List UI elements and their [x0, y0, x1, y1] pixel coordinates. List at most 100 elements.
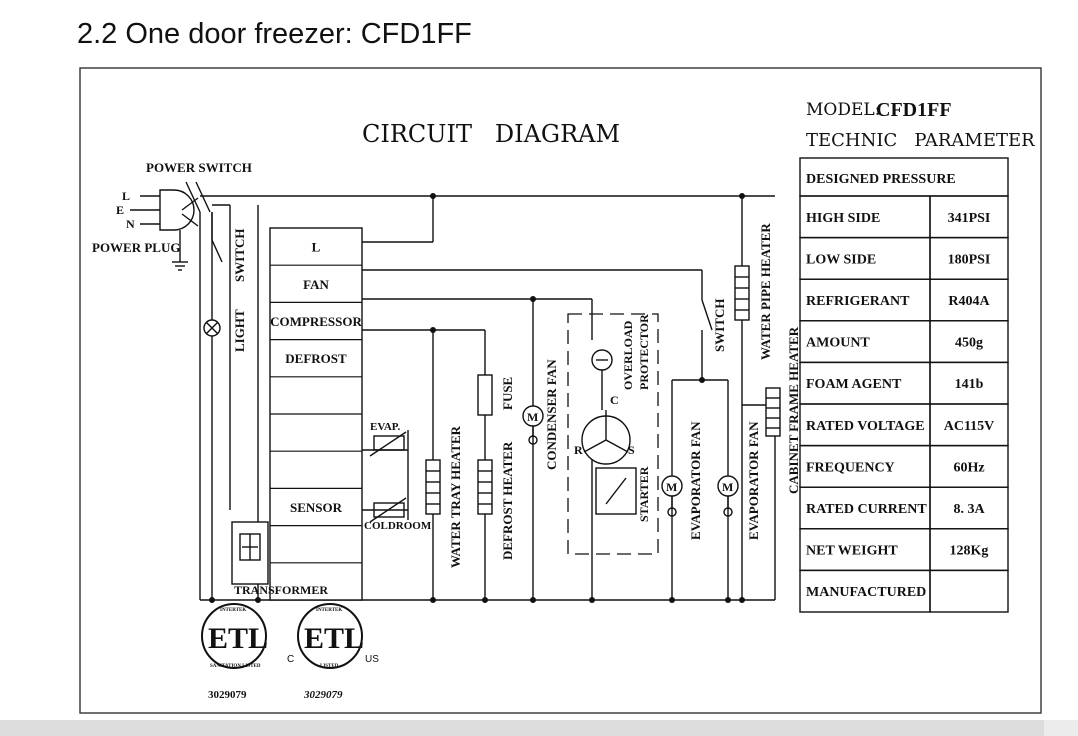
parameter-label: FOAM AGENT	[806, 377, 902, 392]
transformer-label: TRANSFORMER	[234, 583, 328, 597]
water-tray-heater-label: WATER TRAY HEATER	[448, 425, 463, 568]
parameter-label: LOW SIDE	[806, 252, 876, 267]
condenser-fan-motor-m: M	[527, 410, 538, 424]
compressor-r-label: R	[574, 443, 583, 457]
parameter-row: FREQUENCY 60Hz	[799, 444, 1009, 488]
light-switch-icon	[211, 239, 223, 263]
switch-label: SWITCH	[712, 299, 727, 352]
fuse-label: FUSE	[500, 377, 515, 410]
water-pipe-heater-icon	[734, 265, 750, 321]
parameter-label: FREQUENCY	[806, 460, 895, 475]
parameter-label: MANUFACTURED	[806, 585, 926, 600]
parameter-label: RATED CURRENT	[806, 502, 927, 517]
parameter-value: 180PSI	[948, 252, 991, 267]
etl-logo-1-text: ETL	[208, 622, 268, 655]
etl-logo-2-us: US	[365, 654, 379, 665]
parameter-label: RATED VOLTAGE	[806, 419, 925, 434]
scroll-bar-end[interactable]	[1044, 720, 1078, 736]
etl-logo-2-intertek: INTERTEK	[316, 608, 342, 613]
parameter-value: 128Kg	[950, 544, 989, 559]
controller-board: L FAN COMPRESSOR DEFROST SENSOR	[269, 227, 363, 601]
parameter-value: 450g	[955, 336, 983, 351]
controller-row-label: SENSOR	[290, 500, 343, 515]
evaporator-fan-label-2: EVAPORATOR FAN	[746, 421, 761, 540]
condenser-fan-label: CONDENSER FAN	[544, 359, 559, 470]
compressor-s-label: S	[628, 443, 635, 457]
bottom-scroll-bar[interactable]	[0, 720, 1078, 736]
certification-number-2: 3029079	[303, 689, 343, 701]
etl-logo-1-sanitation: SANITATION LISTED	[210, 664, 261, 669]
overload-label: OVERLOAD	[621, 320, 635, 390]
starter-label: STARTER	[637, 466, 651, 522]
etl-logo-sanitation: ETL INTERTEK SANITATION LISTED	[201, 603, 268, 669]
water-tray-heater-icon	[425, 459, 441, 515]
door-switch-icon	[701, 299, 713, 331]
condenser-fan-motor-icon	[522, 405, 544, 445]
parameter-value: R404A	[948, 294, 990, 309]
model-value: CFD1FF	[876, 99, 952, 121]
coldroom-label: COLDROOM	[364, 520, 432, 532]
parameter-row: AMOUNT 450g	[799, 320, 1009, 364]
evap-label: EVAP.	[370, 421, 401, 433]
parameter-row: LOW SIDE 180PSI	[799, 236, 1009, 280]
evaporator-fan-motor-2-icon	[717, 475, 739, 517]
page-title: 2.2 One door freezer: CFD1FF	[77, 18, 472, 50]
power-switch-label: POWER SWITCH	[146, 160, 252, 175]
parameter-label: AMOUNT	[806, 336, 870, 351]
parameter-label: NET WEIGHT	[806, 544, 898, 559]
controller-row-label: DEFROST	[285, 351, 347, 366]
overload-protector-icon	[591, 349, 613, 371]
e-label: E	[116, 203, 124, 217]
diagram-frame	[79, 67, 1042, 714]
defrost-heater-icon	[477, 459, 493, 515]
junction-dots	[209, 193, 745, 603]
controller-row-label: L	[312, 240, 321, 255]
designed-pressure-label: DESIGNED PRESSURE	[806, 172, 956, 187]
technic-parameter: TECHNIC PARAMETER	[806, 130, 1035, 151]
coldroom-sensor-icon	[369, 497, 407, 523]
parameter-value: 8. 3A	[953, 502, 985, 517]
evap-sensor-icon	[369, 431, 407, 457]
etl-logo-c-us: ETL INTERTEK LISTED C US	[287, 603, 379, 669]
parameter-value-cell	[929, 569, 1009, 613]
certification-number-1: 3029079	[208, 689, 247, 701]
parameter-row: REFRIGERANT R404A	[799, 278, 1009, 322]
parameter-label: REFRIGERANT	[806, 294, 910, 309]
diagram-heading: CIRCUIT DIAGRAM	[362, 120, 620, 148]
etl-logo-2-listed: LISTED	[320, 664, 339, 669]
transformer-icon	[231, 521, 269, 585]
defrost-heater-label: DEFROST HEATER	[500, 441, 515, 560]
parameter-row: RATED VOLTAGE AC115V	[799, 403, 1009, 447]
power-switch-icon	[185, 181, 211, 213]
controller-row-label: FAN	[303, 277, 329, 292]
parameter-row: RATED CURRENT 8. 3A	[799, 486, 1009, 530]
n-label: N	[126, 217, 135, 231]
evaporator-fan-motor-1-m: M	[666, 480, 677, 494]
parameter-value: 60Hz	[953, 460, 984, 475]
cabinet-frame-heater-label: CABINET FRAME HEATER	[786, 326, 801, 494]
protector-label: PROTECTOR	[637, 314, 651, 390]
compressor-box	[567, 313, 659, 555]
evaporator-fan-motor-1-icon	[661, 475, 683, 517]
parameter-row: MANUFACTURED	[799, 569, 1009, 613]
starter-icon	[595, 467, 637, 515]
light-bulb-icon	[203, 319, 221, 337]
power-plug-icon	[130, 189, 199, 271]
evaporator-fan-motor-2-m: M	[722, 480, 733, 494]
cabinet-frame-heater-icon	[765, 387, 781, 437]
controller-row-label: COMPRESSOR	[270, 314, 362, 329]
model-label: MODEL:	[806, 100, 880, 120]
parameter-value: 341PSI	[948, 211, 991, 226]
circuit-diagram: CIRCUIT DIAGRAM POWER SWITCH L E N POWER…	[79, 67, 1042, 714]
light-label: LIGHT	[232, 309, 247, 352]
parameter-value: AC115V	[944, 419, 995, 434]
power-plug-label: POWER PLUG	[92, 240, 180, 255]
water-pipe-heater-label: WATER PIPE HEATER	[758, 223, 773, 360]
compressor-c-label: C	[610, 393, 619, 407]
etl-logo-2-c: C	[287, 654, 294, 665]
parameter-row: NET WEIGHT 128Kg	[799, 528, 1009, 572]
fuse-icon	[477, 374, 493, 416]
